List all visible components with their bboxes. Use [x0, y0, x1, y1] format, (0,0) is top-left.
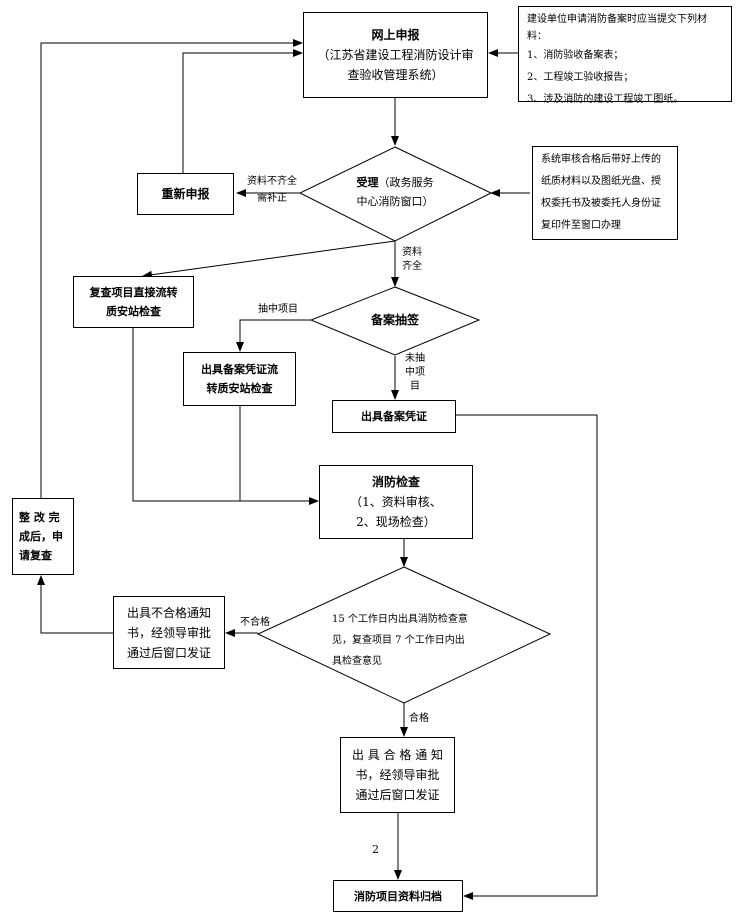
- inspection-title: 消防检查: [371, 475, 420, 489]
- decision-line2: 见，复查项目 7 个工作日内出: [332, 635, 465, 646]
- incomplete-label: 资料不齐全 需补正: [244, 175, 300, 206]
- decision-diamond: [256, 566, 552, 704]
- resubmit-box: 重新申报: [137, 173, 234, 215]
- materials-box: 建设单位申请消防备案时应当提交下列材料： 1、消防验收备案表； 2、工程竣工验收…: [518, 6, 732, 105]
- rectify-line1: 整 改 完: [19, 511, 60, 524]
- complete-line2: 齐全: [402, 261, 422, 272]
- fail-notice-box: 出具不合格通知 书，经领导审批 通过后窗口发证: [113, 596, 225, 669]
- accept-title: 受理: [356, 176, 379, 189]
- issue-transfer-line1: 出具备案凭证流: [201, 363, 278, 376]
- pass-notice-line3: 通过后窗口发证: [355, 788, 440, 802]
- lottery-diamond: [309, 286, 481, 356]
- incomplete-line1: 资料不齐全: [247, 176, 297, 187]
- decision-text: 15 个工作日内出具消防检查意 见，复查项目 7 个工作日内出 具检查意见: [332, 609, 492, 672]
- online-line1: （江苏省建设工程消防设计审: [317, 48, 474, 62]
- inspection-line1: （1、资料审核、: [350, 495, 442, 509]
- materials-intro: 建设单位申请消防备案时应当提交下列材料：: [527, 14, 707, 42]
- not-selected-line2: 中项: [405, 367, 425, 378]
- complete-label: 资料 齐全: [402, 246, 422, 274]
- accept-line1: （政务服务: [378, 176, 434, 189]
- review-note-line1: 系统审核合格后带好上传的: [541, 154, 661, 165]
- pass-notice-line1: 出 具 合 格 通 知: [351, 748, 444, 762]
- issue-cert-box: 出具备案凭证: [332, 400, 456, 433]
- number-label: 2: [372, 843, 379, 856]
- review-note-line3: 权委托书及被委托人身份证: [541, 198, 661, 209]
- complete-line1: 资料: [402, 247, 422, 258]
- rectify-line3: 请复查: [19, 549, 52, 562]
- fail-to-rectify-arrow: [37, 575, 113, 634]
- lottery-label: 备案抽签: [370, 313, 419, 327]
- not-selected-line1: 未抽: [405, 353, 425, 364]
- rectify-box: 整 改 完 成后，申 请复查: [12, 498, 74, 575]
- materials-item1: 1、消防验收备案表；: [527, 50, 624, 61]
- reinspect-line1: 复查项目直接流转: [89, 286, 178, 299]
- rectify-line2: 成后，申: [19, 530, 63, 543]
- fail-notice-line1: 出具不合格通知: [126, 605, 211, 620]
- not-selected-label: 未抽 中项 目: [404, 352, 426, 394]
- accept-text: 受理（政务服务 中心消防窗口）: [310, 173, 480, 211]
- cert-to-archive-line: [456, 414, 598, 900]
- issue-cert-label: 出具备案凭证: [361, 410, 427, 423]
- accept-to-reinspect-arrow: [142, 240, 396, 279]
- inspection-line2: 2、现场检查）: [356, 515, 436, 529]
- accept-line2: 中心消防窗口）: [356, 195, 434, 208]
- online-submission-box: 网上申报 （江苏省建设工程消防设计审 查验收管理系统）: [303, 12, 488, 98]
- rectify-to-online-line: [40, 39, 303, 498]
- not-selected-line3: 目: [410, 381, 420, 392]
- fail-notice-line3: 通过后窗口发证: [126, 645, 211, 660]
- fail-label: 不合格: [240, 617, 270, 628]
- decision-line3: 具检查意见: [332, 656, 382, 667]
- review-note-line2: 纸质材料以及图纸光盘、授: [541, 176, 661, 187]
- reinspect-to-inspection-line: [132, 328, 319, 505]
- fail-notice-line2: 书，经领导审批: [126, 625, 211, 640]
- review-note-line4: 复印件至窗口办理: [541, 220, 621, 231]
- pass-label: 合格: [409, 713, 429, 724]
- materials-item3: 3、涉及消防的建设工程竣工图纸。: [527, 94, 684, 105]
- lottery-to-transfer-arrow: [236, 319, 311, 352]
- accept-diamond: [298, 146, 493, 242]
- review-note-box: 系统审核合格后带好上传的 纸质材料以及图纸光盘、授 权委托书及被委托人身份证 复…: [532, 146, 678, 240]
- incomplete-line2: 需补正: [257, 193, 287, 204]
- pass-notice-line2: 书，经领导审批: [355, 768, 440, 782]
- resubmit-label: 重新申报: [161, 187, 210, 201]
- inspection-box: 消防检查 （1、资料审核、 2、现场检查）: [319, 465, 473, 539]
- online-line2: 查验收管理系统）: [347, 68, 444, 82]
- reinspect-line2: 质安站检查: [106, 305, 161, 318]
- archive-label: 消防项目资料归档: [354, 889, 442, 903]
- online-title: 网上申报: [371, 28, 420, 42]
- materials-item2: 2、工程竣工验收报告；: [527, 72, 634, 83]
- issue-transfer-line2: 转质安站检查: [206, 382, 273, 395]
- selected-label: 抽中项目: [258, 304, 298, 315]
- decision-line1: 15 个工作日内出具消防检查意: [332, 614, 468, 625]
- resubmit-to-online-line: [182, 49, 303, 173]
- issue-transfer-box: 出具备案凭证流 转质安站检查: [183, 352, 296, 406]
- pass-notice-box: 出 具 合 格 通 知 书，经领导审批 通过后窗口发证: [340, 737, 455, 813]
- reinspect-box: 复查项目直接流转 质安站检查: [73, 276, 194, 328]
- archive-box: 消防项目资料归档: [333, 880, 463, 912]
